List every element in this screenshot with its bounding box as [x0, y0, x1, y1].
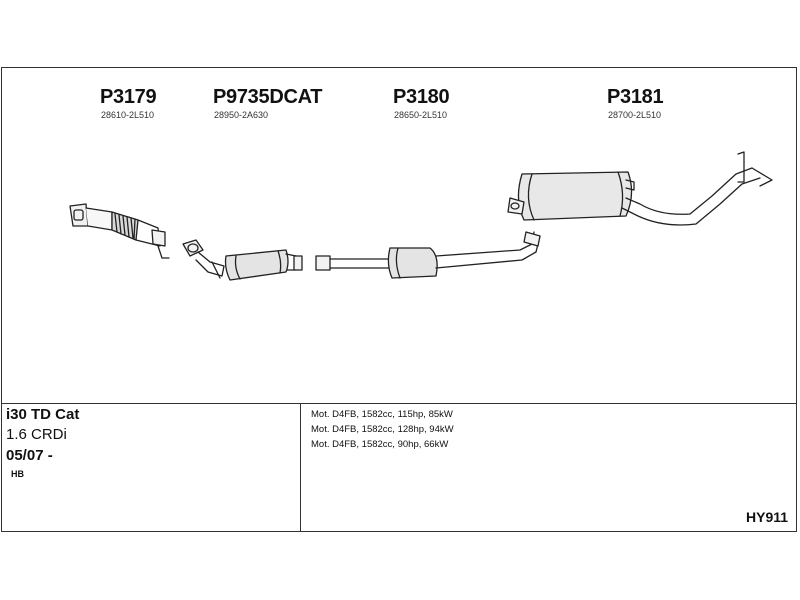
- horizontal-divider: [2, 403, 796, 404]
- engine-line-3: Mot. D4FB, 1582cc, 90hp, 66kW: [311, 439, 449, 450]
- vehicle-body-type: HB: [11, 469, 24, 479]
- part-number-1: P3179: [100, 86, 157, 108]
- part-number-3: P3180: [393, 86, 450, 108]
- drawing-sheet: [1, 67, 797, 532]
- engine-line-1: Mot. D4FB, 1582cc, 115hp, 85kW: [311, 409, 453, 420]
- vehicle-model: i30 TD Cat: [6, 406, 80, 423]
- vehicle-engine: 1.6 CRDi: [6, 426, 67, 443]
- part-number-4: P3181: [607, 86, 664, 108]
- part-number-2: P9735DCAT: [213, 86, 323, 108]
- oem-number-4: 28700-2L510: [608, 110, 662, 120]
- catalytic-converter-drawing: [182, 239, 303, 281]
- front-pipe-drawing: [69, 203, 170, 259]
- vertical-divider: [300, 403, 301, 531]
- vehicle-date-range: 05/07 -: [6, 447, 53, 464]
- center-pipe-drawing: [315, 231, 541, 279]
- kit-code: HY911: [746, 509, 789, 525]
- rear-silencer-drawing: [507, 151, 773, 226]
- engine-line-2: Mot. D4FB, 1582cc, 128hp, 94kW: [311, 424, 454, 435]
- oem-number-1: 28610-2L510: [101, 110, 155, 120]
- oem-number-2: 28950-2A630: [214, 110, 269, 120]
- oem-number-3: 28650-2L510: [394, 110, 448, 120]
